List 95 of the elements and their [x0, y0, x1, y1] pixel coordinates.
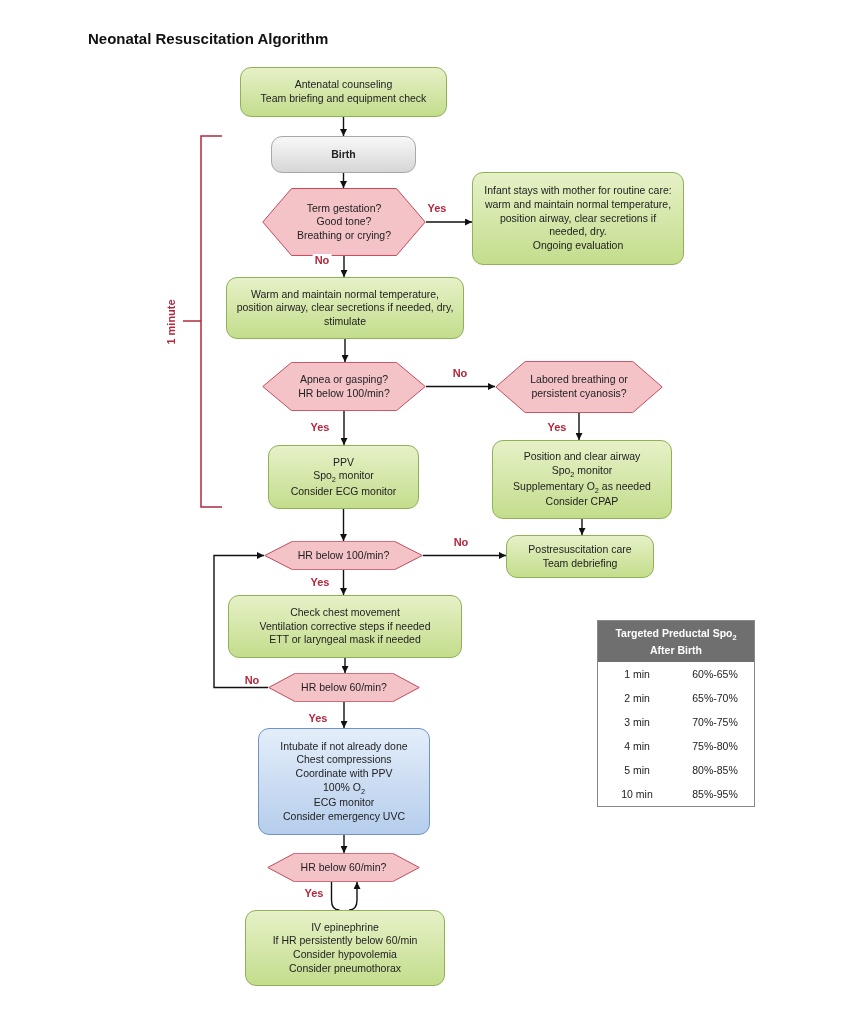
diagram-title: Neonatal Resuscitation Algorithm — [88, 30, 329, 47]
action-box — [268, 445, 419, 509]
step-text: Consider ECG monitor — [290, 484, 397, 499]
decision-hexagon — [267, 853, 420, 882]
arrow — [425, 383, 496, 390]
arrow — [425, 218, 473, 226]
step-text: ETT or laryngeal mask if needed — [269, 633, 421, 647]
decision-hexagon — [495, 361, 663, 413]
arrow — [340, 508, 347, 542]
arrow — [340, 410, 348, 446]
action-box — [492, 440, 672, 519]
step-text: Chest compressions — [296, 753, 392, 767]
step-text: Ventilation corrective steps if needed — [259, 619, 431, 634]
edge-label: Yes — [308, 421, 332, 433]
step-text: Coordinate with PPV — [295, 766, 393, 781]
bracket-label: 1 minute — [165, 299, 177, 345]
step-text: Intubate if not already done — [280, 739, 408, 754]
table-header: Targeted Preductal Spo$_{2}$ After Birth — [598, 621, 754, 663]
decision-text: Term gestation? — [306, 201, 382, 216]
step-text: Consider pneumothorax — [288, 961, 402, 976]
step-text: If HR persistently below 60/min — [272, 934, 418, 948]
arrow — [340, 255, 348, 278]
step-text: Warm and maintain normal temperature, position airway, clear secretions if needed, dry, stimulate — [235, 287, 455, 329]
edge-label: Yes — [306, 712, 330, 724]
arrow — [422, 552, 507, 559]
step-text: Birth — [331, 147, 356, 162]
time-cell-text: 3 min — [623, 715, 651, 731]
decision-text: Apnea or gasping? — [299, 372, 389, 387]
decision-text: HR below 60/min? — [301, 680, 387, 695]
time-cell-text: 10 min — [620, 787, 654, 803]
decision-text: HR below 100/min? — [298, 386, 390, 401]
action-box — [245, 910, 445, 986]
time-cell-text: 5 min — [623, 763, 651, 779]
edge-label: Yes — [545, 421, 569, 433]
action-box — [228, 595, 462, 658]
spo2-range-cell-text: 65%-70% — [691, 691, 739, 707]
step-text: Position and clear airway — [523, 450, 641, 464]
decision-text: HR below 100/min? — [297, 548, 390, 563]
step-text: 100% O$_{2}$ — [322, 780, 365, 797]
step-text: Consider emergency UVC — [283, 809, 405, 824]
step-text: Team briefing and equipment check — [260, 92, 427, 106]
action-box — [472, 172, 684, 265]
step-text: Spo$_{2}$ monitor — [313, 469, 374, 485]
step-text: Postresuscitation care — [528, 542, 632, 557]
spo2-range-cell-text: 75%-80% — [691, 739, 739, 755]
decision-hexagon — [262, 362, 426, 411]
arrow — [575, 412, 583, 441]
decision-hexagon — [264, 541, 423, 570]
step-text: ECG monitor — [313, 796, 375, 810]
edge-label: No — [451, 536, 471, 548]
edge-label: Yes — [425, 202, 449, 214]
start-box — [271, 136, 416, 173]
step-text: PPV — [333, 455, 354, 470]
arrow — [340, 834, 348, 854]
edge-label: No — [312, 254, 332, 266]
arrow — [578, 518, 586, 536]
spo2-range-cell-text: 70%-75% — [691, 715, 739, 731]
decision-text: HR below 60/min? — [300, 860, 387, 875]
action-box — [506, 535, 654, 578]
time-cell-text: 4 min — [623, 739, 651, 755]
arrow — [340, 116, 347, 137]
step-text: Infant stays with mother for routine care: warm and maintain normal temperature, position airway, clear secretions if needed, dry. — [483, 184, 673, 239]
time-cell-text: 1 min — [623, 667, 651, 683]
step-text: Antenatal counseling — [294, 78, 393, 92]
action-box — [240, 67, 447, 117]
arrow — [340, 172, 347, 189]
edge-label: Yes — [302, 887, 326, 899]
step-text: Spo$_{2}$ monitor — [551, 463, 613, 480]
arrow — [341, 338, 349, 363]
spo2-range-cell-text: 80%-85% — [691, 763, 739, 779]
edge-label: Yes — [308, 576, 332, 588]
intervention-box — [258, 728, 430, 835]
arrow — [213, 552, 269, 689]
step-text: Team debriefing — [542, 556, 618, 571]
arrow — [348, 881, 361, 911]
spo2-range-cell-text: 60%-65% — [691, 667, 739, 683]
decision-hexagon — [268, 673, 420, 702]
decision-hexagon — [262, 188, 426, 256]
step-text: Consider hypovolemia — [293, 948, 397, 962]
step-text: IV epinephrine — [311, 920, 379, 935]
step-text: Supplementary O$_{2}$ as needed — [513, 479, 651, 496]
spo2-range-cell-text: 85%-95% — [691, 787, 739, 803]
arrow — [340, 569, 347, 596]
arrow — [340, 701, 348, 729]
edge-label: No — [450, 367, 470, 379]
arrow — [341, 657, 349, 674]
edge-label: No — [242, 674, 262, 686]
action-box — [226, 277, 464, 339]
step-text: Ongoing evaluation — [532, 238, 624, 253]
decision-text: Good tone? — [316, 215, 372, 229]
step-text: Check chest movement — [290, 606, 400, 620]
decision-text: Breathing or crying? — [297, 228, 391, 243]
decision-text: Labored breathing or persistent cyanosis? — [529, 373, 629, 401]
step-text: Consider CPAP — [545, 495, 619, 509]
time-cell-text: 2 min — [623, 691, 651, 707]
